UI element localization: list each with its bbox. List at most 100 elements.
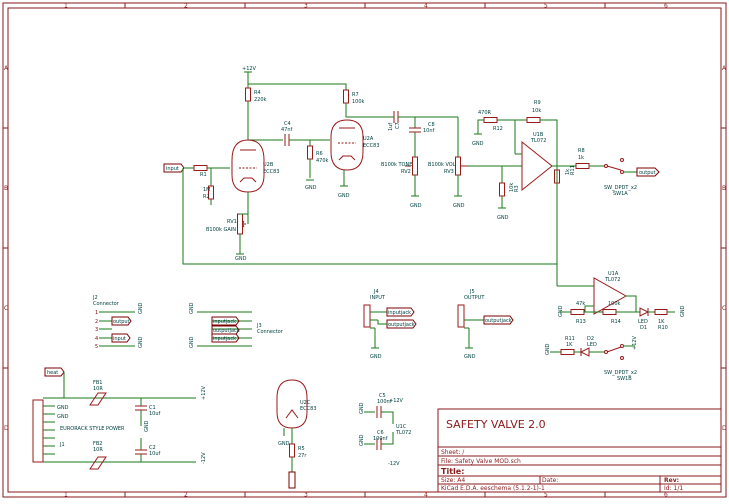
frame-row-d-right: D: [722, 425, 727, 432]
gnd-r13: GND: [558, 305, 564, 317]
sw1a-ref: SW1A: [613, 191, 628, 197]
output-label: output: [639, 170, 656, 176]
r9-resistor: [526, 117, 541, 123]
rv3-pot: [455, 156, 461, 176]
frame-row-d: D: [4, 425, 9, 432]
r8-resistor: [575, 163, 590, 169]
gnd-j2-top: GND: [138, 302, 144, 314]
j5-outputjack-label: outputjack: [485, 318, 512, 324]
gnd-c6: GND: [359, 434, 365, 446]
gnd-r6: GND: [305, 185, 317, 191]
svg-text:5: 5: [95, 344, 98, 350]
gnd-c1: GND: [144, 420, 150, 432]
gnd-j4: GND: [370, 354, 382, 360]
u2c-heater: U2C ECC83 GND R5 27r: [276, 379, 317, 489]
gnd-j3-top: GND: [189, 302, 195, 314]
j4-ref: J4: [373, 289, 379, 295]
power-section: heat GND GND EURORACK STYLE POWER J1 FB1…: [32, 367, 207, 470]
u1a-opamp: [593, 277, 628, 315]
j3-ref: J3: [256, 323, 262, 329]
u2a-type: ECC83: [363, 143, 380, 149]
c5-ref: C5: [379, 393, 386, 399]
minus12v-power: -12V: [201, 452, 207, 464]
u1b-ref: U1B: [533, 132, 544, 138]
c2-ref: C2: [149, 445, 156, 451]
r9-value: 10k: [532, 108, 541, 114]
c6-ref: C6: [377, 430, 384, 436]
c7-ref: C7: [395, 122, 401, 129]
j2-connector: J2 Connector GND GND output input 1 2 3 …: [92, 295, 144, 350]
sw1b-switch: [606, 346, 622, 353]
r12-resistor: [483, 117, 498, 123]
frame-col-6-bottom: 6: [664, 492, 668, 499]
frame-col-4: 4: [424, 3, 428, 10]
gnd-rv3: GND: [453, 203, 465, 209]
title-block-rev: Rev:: [664, 477, 679, 484]
title-block-sheet: Sheet: /: [441, 449, 465, 456]
c8-ref: C8: [428, 122, 435, 128]
rv1-ref: RV1: [227, 219, 237, 225]
rv2-ref: RV2: [401, 169, 411, 175]
d1-led: [639, 307, 650, 317]
r5-ref: R5: [298, 446, 305, 452]
j3-type: Connector: [257, 329, 284, 335]
c1-ref: C1: [149, 405, 156, 411]
r12-value: 470R: [478, 110, 492, 116]
r10-value: 1K: [658, 319, 665, 325]
title-block-size: Size: A4: [441, 477, 465, 484]
c4-ref: C4: [284, 121, 291, 127]
rv1-value: B100k GAIN: [206, 227, 236, 233]
j4-body: [363, 304, 371, 328]
plus12v-c5: +12V: [389, 398, 404, 404]
r14-resistor: [602, 309, 617, 315]
u2c-type: ECC83: [300, 406, 317, 412]
gnd-rv1: GND: [235, 256, 247, 262]
gnd-j1-b: GND: [57, 414, 69, 420]
r13-resistor: [570, 309, 585, 315]
main-signal-path: input R1 1M R2 +12V R4 220k U2B ECC83: [163, 66, 660, 286]
frame-col-5-bottom: 5: [544, 492, 548, 499]
frame-row-b-right: B: [722, 185, 726, 192]
fb1-ferrite: [89, 392, 107, 406]
d2-type: LED: [587, 342, 597, 348]
sw1b-type: SW_DPDT_x2: [604, 370, 637, 376]
fb1-ref: FB1: [93, 380, 103, 386]
r4-ref: R4: [254, 90, 261, 96]
frame-row-a-right: A: [722, 65, 727, 72]
d2-ref: D2: [587, 336, 594, 342]
rv1-pot: [237, 213, 243, 235]
gnd-r12: GND: [472, 141, 484, 147]
gnd-j5: GND: [464, 354, 476, 360]
u1a-type: TL072: [604, 277, 620, 283]
plus12v-power: +12V: [201, 385, 207, 400]
u1c-decoupling: GND C5 100nf +12V GND C6 100nf -12V U1C …: [359, 393, 411, 467]
u2a-ref: U2A: [363, 136, 374, 142]
rv3-ref: RV3: [444, 169, 454, 175]
fb2-ref: FB2: [93, 441, 103, 447]
gnd-u2c: GND: [278, 441, 290, 447]
r14-value: 100k: [608, 301, 621, 307]
j2-input-label: input: [113, 336, 126, 342]
u1b-opamp: [521, 140, 553, 192]
r7-value: 100k: [352, 99, 365, 105]
u1c-ref: U1C: [396, 424, 407, 430]
gnd-c5: GND: [359, 402, 365, 414]
frame-col-3: 3: [304, 3, 308, 10]
title-block-heading: SAFETY VALVE 2.0: [446, 418, 546, 431]
c6-value: 100nf: [373, 436, 388, 442]
c4-value: 47nf: [281, 127, 293, 133]
gnd-u2a: GND: [338, 193, 350, 199]
sw1b-ref: SW1B: [617, 376, 632, 382]
title-block-id: Id: 1/1: [664, 485, 683, 492]
j2-ref: J2: [92, 295, 98, 301]
r11b-value: 1K: [566, 342, 573, 348]
minus12v-c6: -12V: [388, 461, 400, 467]
j2-output-label: output: [113, 319, 130, 325]
u1a-ref: U1A: [608, 271, 619, 277]
j5-body: [457, 304, 465, 328]
j1-value: EURORACK STYLE POWER: [60, 426, 125, 432]
j2-type: Connector: [93, 301, 120, 307]
